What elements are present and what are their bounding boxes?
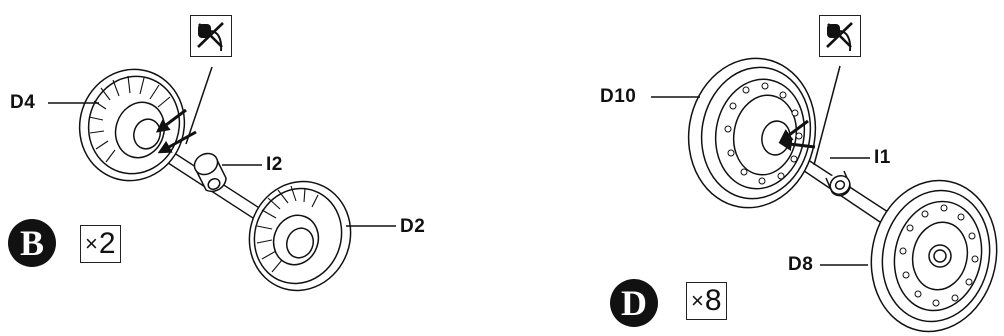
- no-glue-icon: [190, 15, 232, 57]
- part-label-d2: D2: [400, 216, 426, 237]
- wheel-d2: [248, 180, 352, 292]
- part-label-d8: D8: [788, 254, 814, 275]
- no-glue-icon: [819, 15, 861, 57]
- times-symbol: ×: [85, 231, 98, 256]
- quantity-value: 8: [704, 284, 722, 317]
- step-badge-b: B: [8, 219, 56, 267]
- step-d-assembly: [651, 57, 998, 333]
- collar-i2: [193, 152, 227, 193]
- part-label-d4: D4: [10, 92, 36, 113]
- quantity-value: 2: [98, 227, 116, 260]
- wheel-d4: [78, 68, 186, 182]
- times-symbol: ×: [691, 288, 704, 313]
- step-badge-d: D: [610, 279, 658, 327]
- quantity-box-d: × 8: [686, 282, 727, 320]
- quantity-box-b: × 2: [80, 225, 121, 263]
- step-b-assembly: [48, 66, 396, 292]
- collar-i1: [825, 170, 851, 197]
- wheel-d8: [870, 179, 998, 333]
- part-label-i1: I1: [874, 147, 891, 168]
- part-label-d10: D10: [600, 86, 637, 107]
- part-label-i2: I2: [266, 154, 283, 175]
- wheel-d10: [687, 57, 817, 209]
